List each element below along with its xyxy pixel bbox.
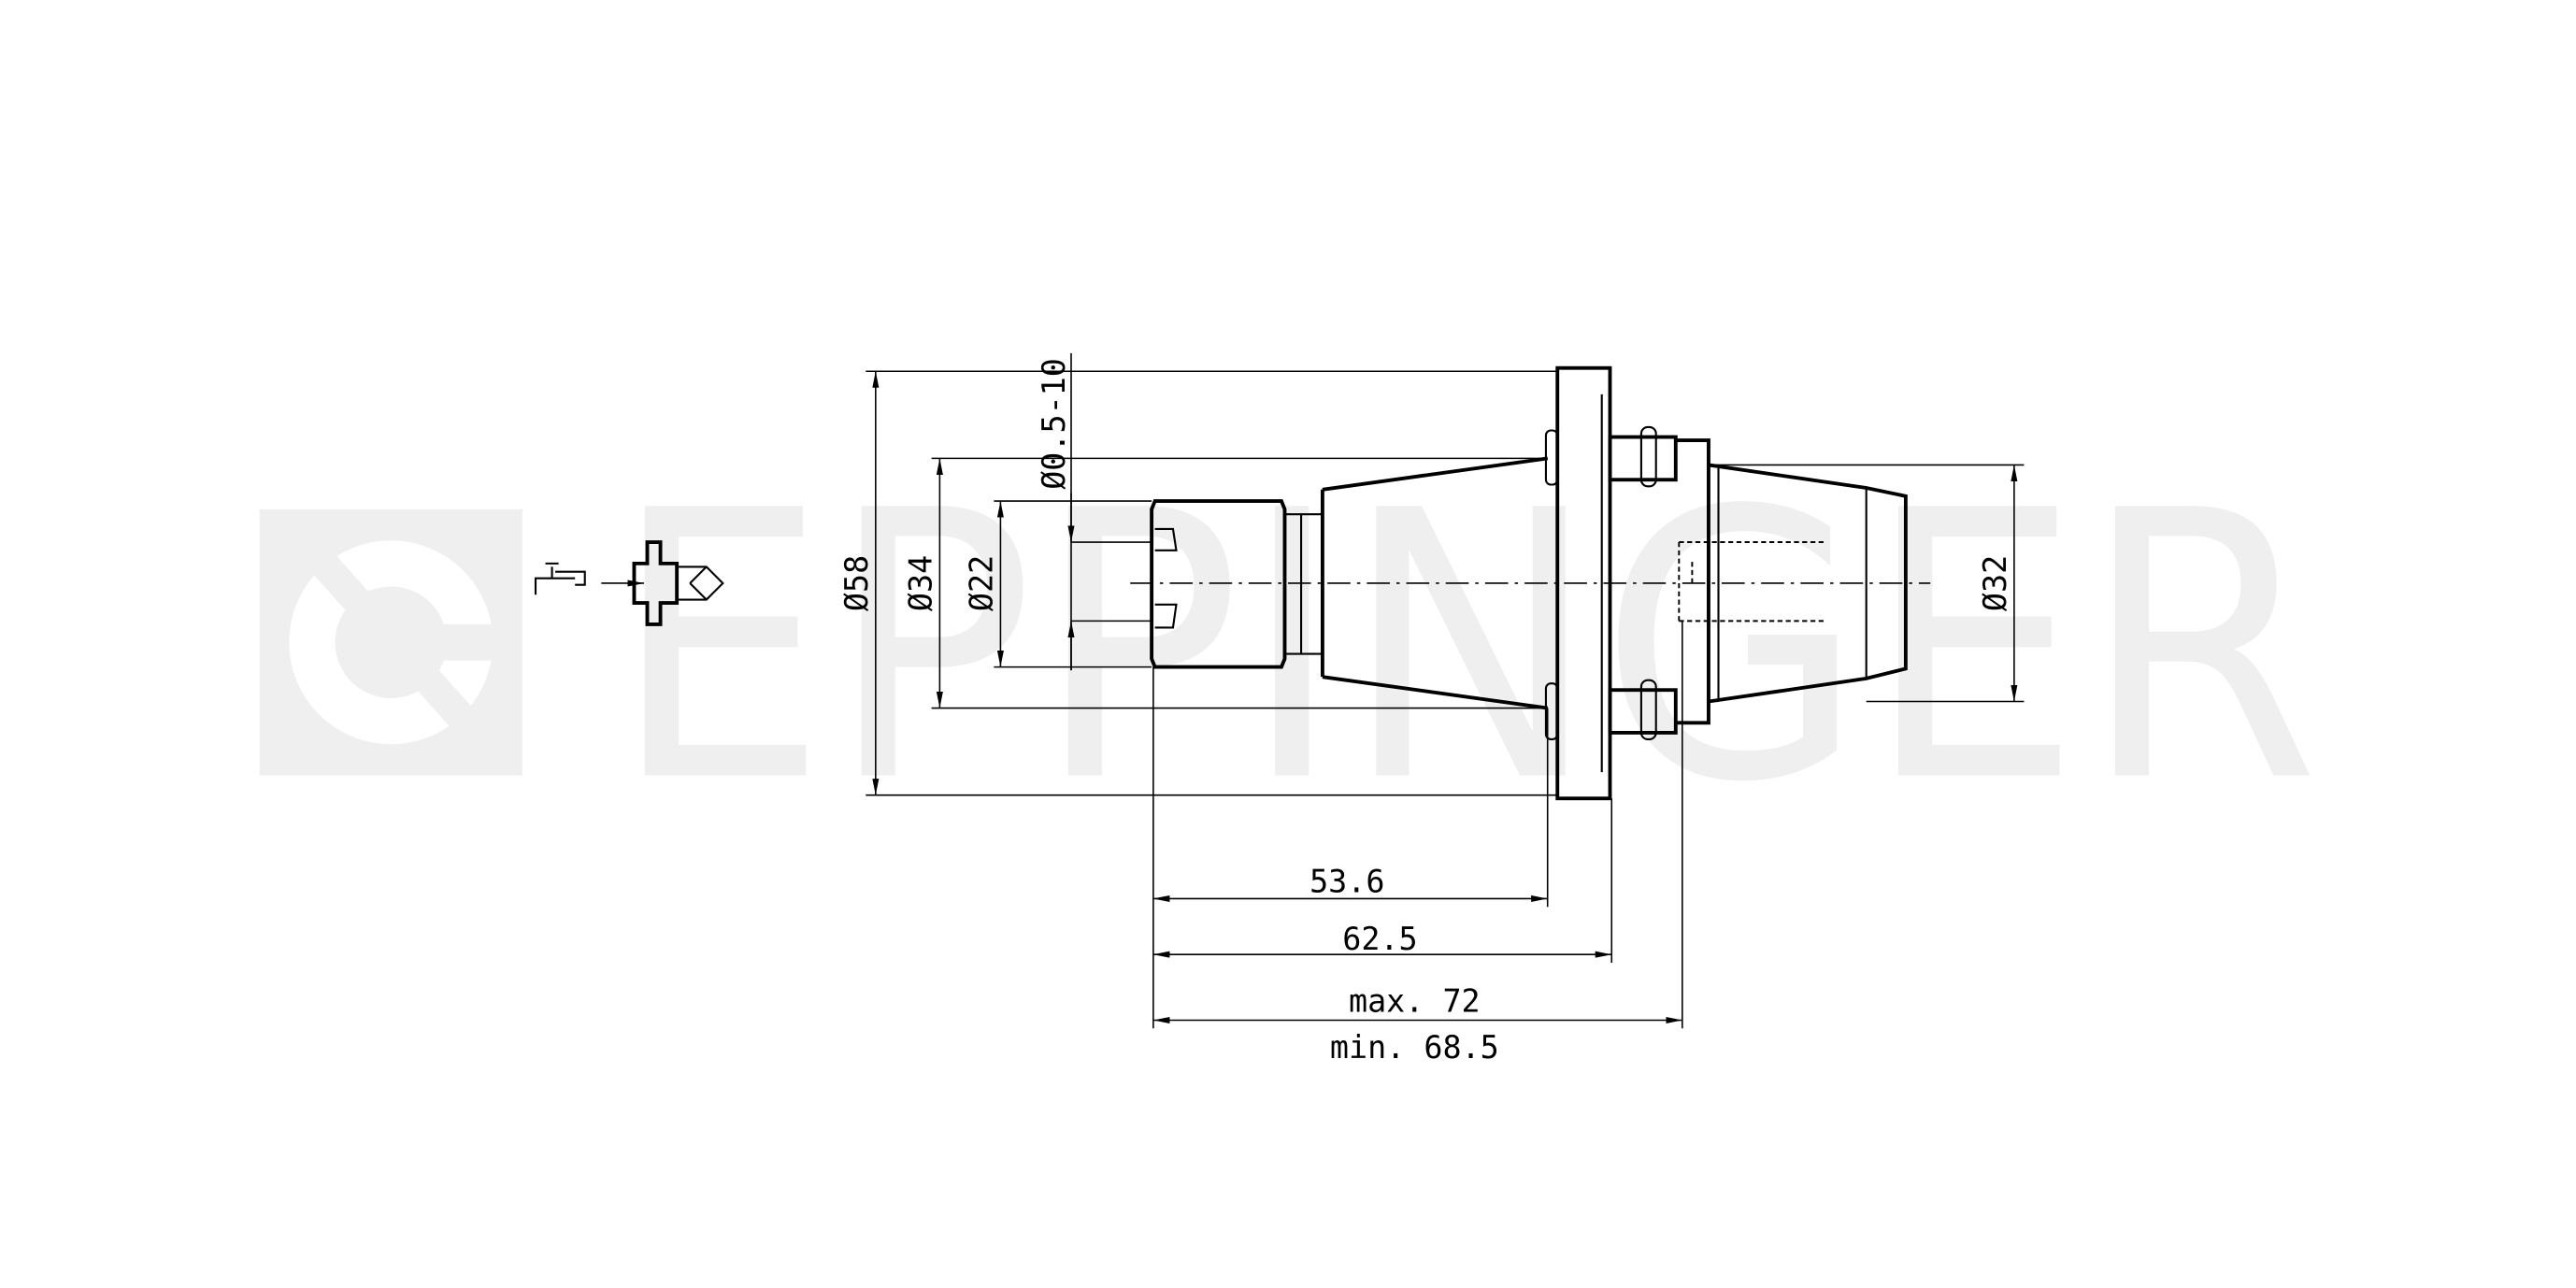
svg-text:max. 72: max. 72	[1349, 983, 1481, 1020]
dim-62-5: 62.5	[1152, 921, 1612, 958]
dim-d-range: Ø0.5-10	[1036, 352, 1152, 671]
dim-d22: Ø22	[964, 500, 1152, 668]
flange	[1555, 365, 1612, 801]
svg-text:53.6: 53.6	[1309, 863, 1384, 899]
watermark-logo: EPPINGER	[259, 434, 2320, 864]
svg-text:Ø22: Ø22	[964, 555, 1000, 611]
dim-overall: max. 72 min. 68.5	[1152, 983, 1682, 1066]
adapter-cone	[1320, 456, 1548, 710]
svg-text:Ø32: Ø32	[1977, 555, 2013, 611]
dim-d32: Ø32	[1708, 464, 2025, 703]
tool-holder-icon	[601, 540, 724, 626]
back-plate	[1675, 438, 1710, 725]
svg-text:62.5: 62.5	[1342, 921, 1417, 957]
collet-nut	[1150, 499, 1287, 669]
coolant-tap-icon	[534, 562, 586, 595]
bolt-top	[1608, 425, 1678, 488]
dim-d34: Ø34	[903, 457, 1548, 709]
dim-53-6: 53.6	[1152, 863, 1548, 902]
svg-text:Ø0.5-10: Ø0.5-10	[1036, 358, 1072, 490]
taper-shank	[1708, 463, 1908, 704]
bolt-bottom	[1608, 679, 1678, 740]
dim-d58: Ø58	[838, 370, 1558, 796]
svg-text:min. 68.5: min. 68.5	[1330, 1029, 1499, 1066]
hidden-bore	[1678, 541, 1827, 623]
flange-pin-top	[1544, 429, 1559, 486]
flange-pin-bottom	[1544, 682, 1559, 740]
svg-text:Ø58: Ø58	[838, 555, 875, 611]
svg-text:Ø34: Ø34	[903, 555, 939, 611]
extension-lines	[1152, 621, 1683, 1029]
watermark-text: EPPINGER	[611, 434, 2320, 864]
